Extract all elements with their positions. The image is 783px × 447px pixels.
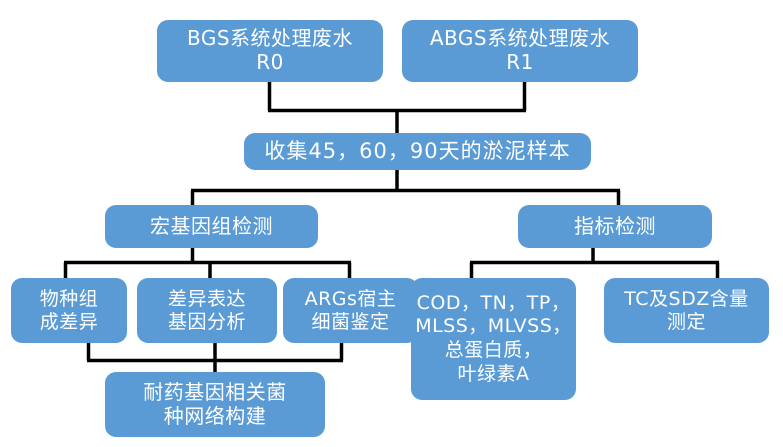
node-reactor-r1[interactable]: ABGS系统处理废水 R1 [402,20,638,82]
node-tc-sdz-content-measurement[interactable]: TC及SDZ含量 测定 [604,278,769,343]
node-args-host-bacteria-identification[interactable]: ARGs宿主 细菌鉴定 [283,278,418,343]
node-metagenome-detection[interactable]: 宏基因组检测 [105,205,318,248]
node-species-composition-difference[interactable]: 物种组 成差异 [11,278,127,343]
node-resistance-gene-network-construction[interactable]: 耐药基因相关菌 种网络构建 [105,372,325,437]
node-collect-samples[interactable]: 收集45，60，90天的淤泥样本 [244,133,591,170]
node-indicator-detection[interactable]: 指标检测 [518,205,712,248]
node-indicator-parameter-list[interactable]: COD，TN，TP， MLSS，MLVSS， 总蛋白质， 叶绿素A [411,278,576,400]
node-differential-expression-gene-analysis[interactable]: 差异表达 基因分析 [137,278,277,343]
node-reactor-r0[interactable]: BGS系统处理废水 R0 [157,20,383,82]
